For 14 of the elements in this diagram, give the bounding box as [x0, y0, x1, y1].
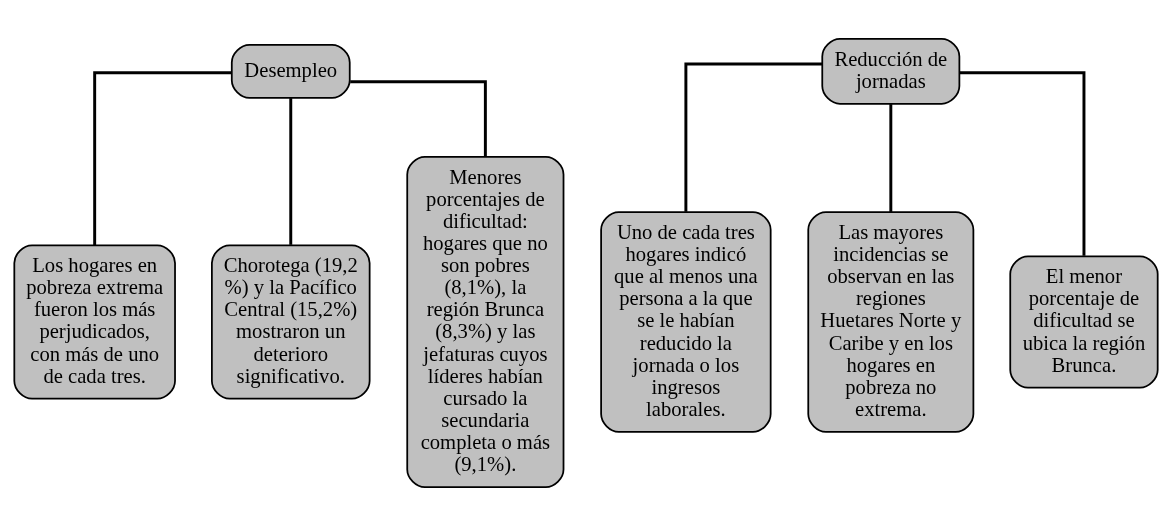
node-box: Uno de cada tres hogares indicó que al menos una persona a la que se le habían reducido la jornada o los ingresos laborales.: [600, 210, 772, 433]
connector: [289, 97, 293, 245]
node-box: Reducción de jornadas: [821, 37, 961, 105]
connector: [93, 70, 232, 245]
node-box: El menor porcentaje de dificultad se ubica la región Brunca.: [1009, 255, 1159, 388]
node-box: Desempleo: [230, 43, 351, 99]
connector: [889, 103, 893, 212]
connector: [959, 70, 1086, 256]
connector: [684, 62, 822, 212]
node-box: Los hogares en pobreza extrema fueron los más perjudicados, con más de uno de cada tres.: [13, 243, 176, 400]
node-box: Chorotega (19,2 %) y la Pacífico Central (15,2%) mostraron un deterioro significativo.: [211, 243, 371, 400]
node-box: Menores porcentajes de dificultad: hogares que no son pobres (8,1%), la región Brunca (8,3%) y las jefaturas cuyos líderes habían cursado la secundaria completa o más (9,1%).: [406, 155, 565, 488]
connector: [350, 79, 487, 156]
node-box: Las mayores incidencias se observan en las regiones Huetares Norte y Caribe y en los hogares en pobreza no extrema.: [807, 210, 975, 433]
